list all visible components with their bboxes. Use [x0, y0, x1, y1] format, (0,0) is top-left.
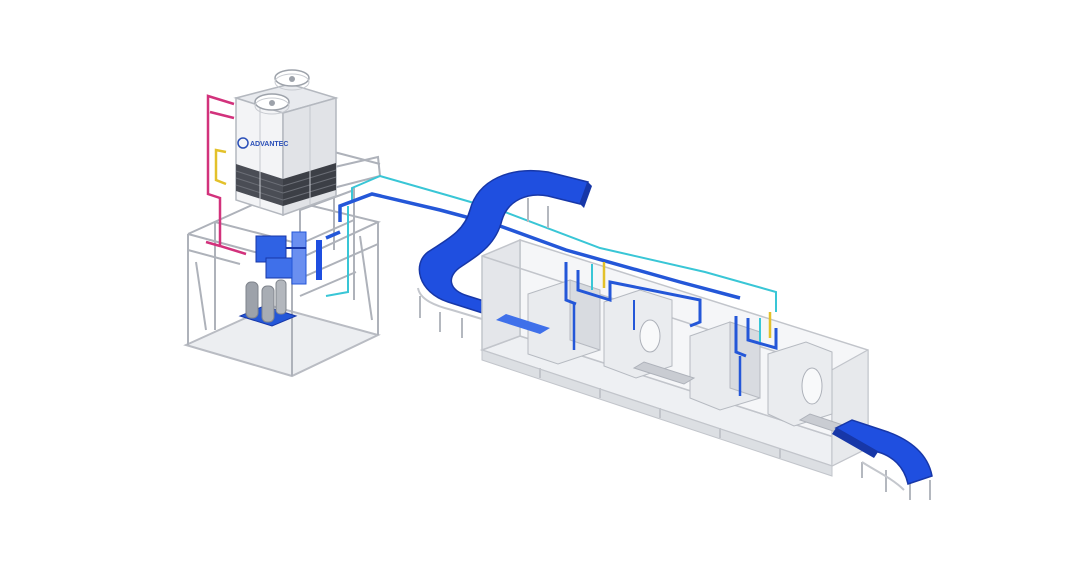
compressor-rack — [238, 231, 322, 327]
fan-icon — [254, 93, 290, 115]
logo-icon: ADVANTEC — [237, 137, 288, 149]
outfeed-conveyor — [832, 419, 933, 500]
tunnel-pipes — [564, 262, 778, 396]
infeed-conveyor — [417, 169, 592, 338]
condenser-unit: ADVANTEC — [233, 69, 339, 217]
fan-icon — [274, 69, 310, 91]
refrigerant-pipes-left — [205, 94, 247, 256]
svg-text:ADVANTEC: ADVANTEC — [250, 141, 288, 148]
